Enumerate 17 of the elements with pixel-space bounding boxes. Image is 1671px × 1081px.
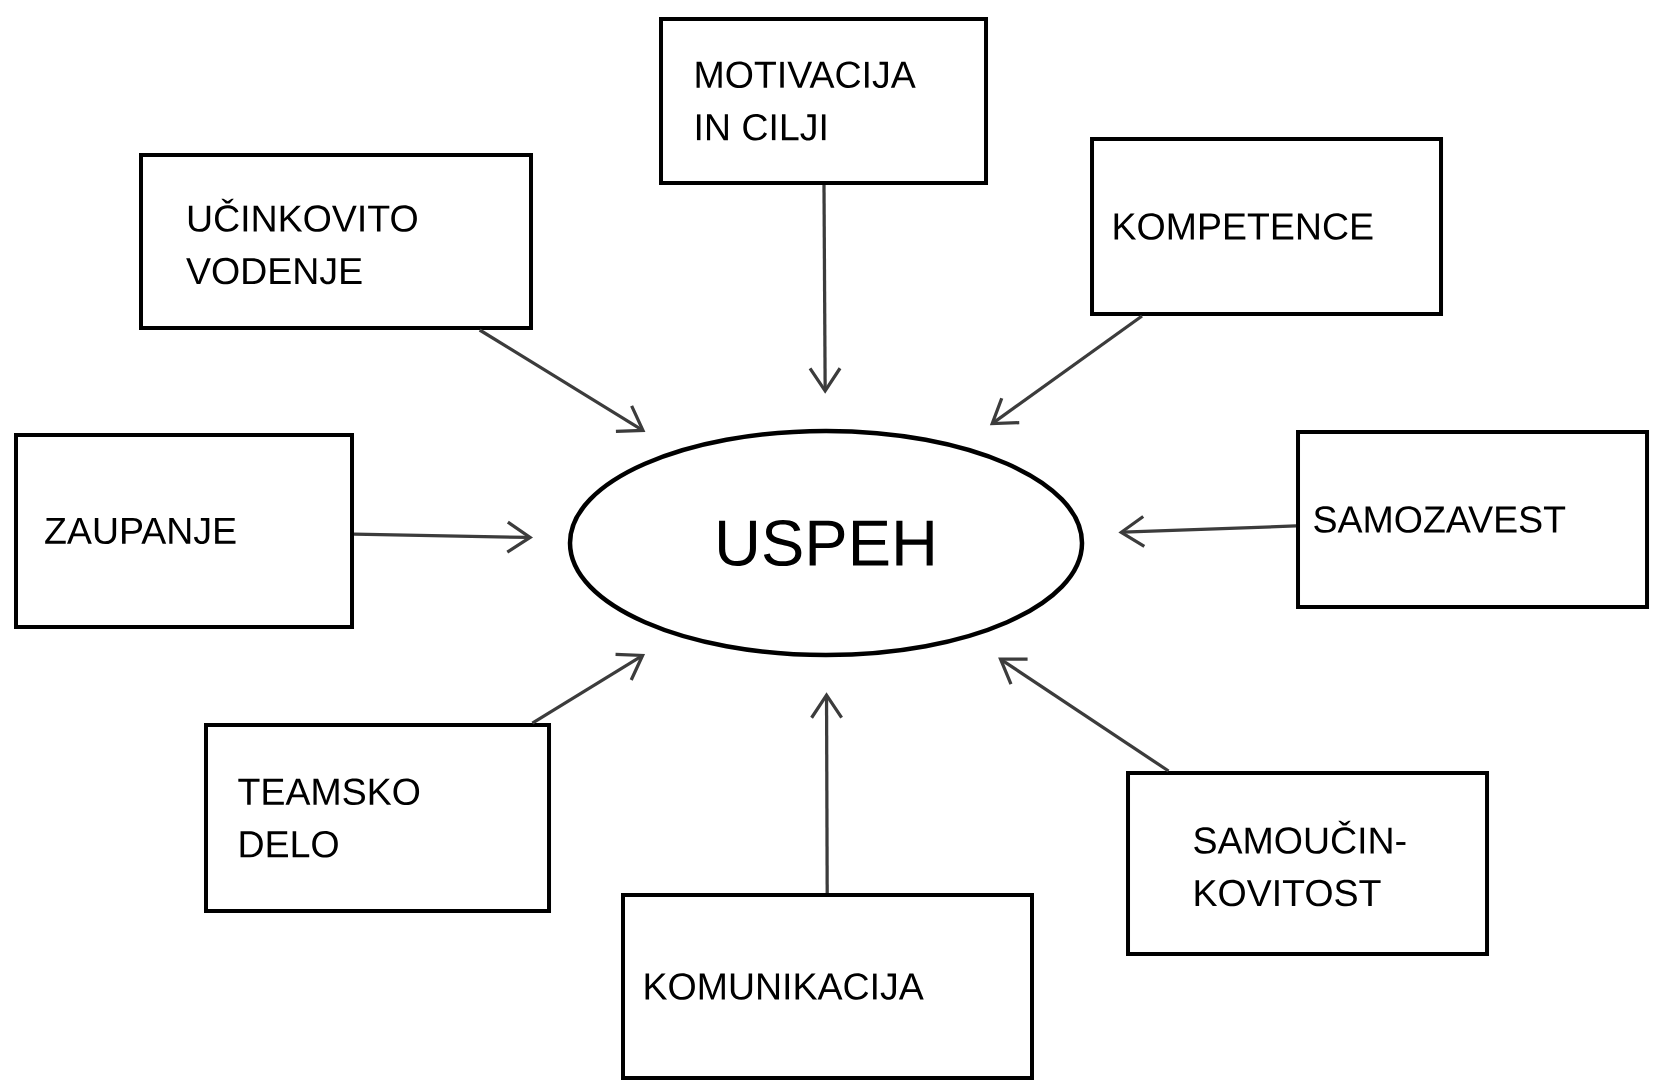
concept-box: MOTIVACIJA IN CILJI [659,17,988,185]
ellipse-node: USPEH [567,428,1085,658]
arrow [810,692,843,893]
arrow [1118,515,1297,548]
arrow [808,185,842,394]
concept-box: ZAUPANJE [14,433,354,629]
concept-box: UČINKOVITO VODENJE [139,153,533,330]
arrow [531,652,646,725]
concept-box: KOMPETENCE [1090,137,1443,316]
concept-box: SAMOZAVEST [1296,430,1650,609]
concept-box: TEAMSKO DELO [204,723,551,913]
arrow [998,657,1170,773]
arrow [478,328,646,433]
concept-box: KOMUNIKACIJA [621,893,1034,1080]
arrow [354,520,533,554]
concept-box: SAMOUČIN- KOVITOST [1126,771,1489,956]
arrow [989,314,1143,426]
